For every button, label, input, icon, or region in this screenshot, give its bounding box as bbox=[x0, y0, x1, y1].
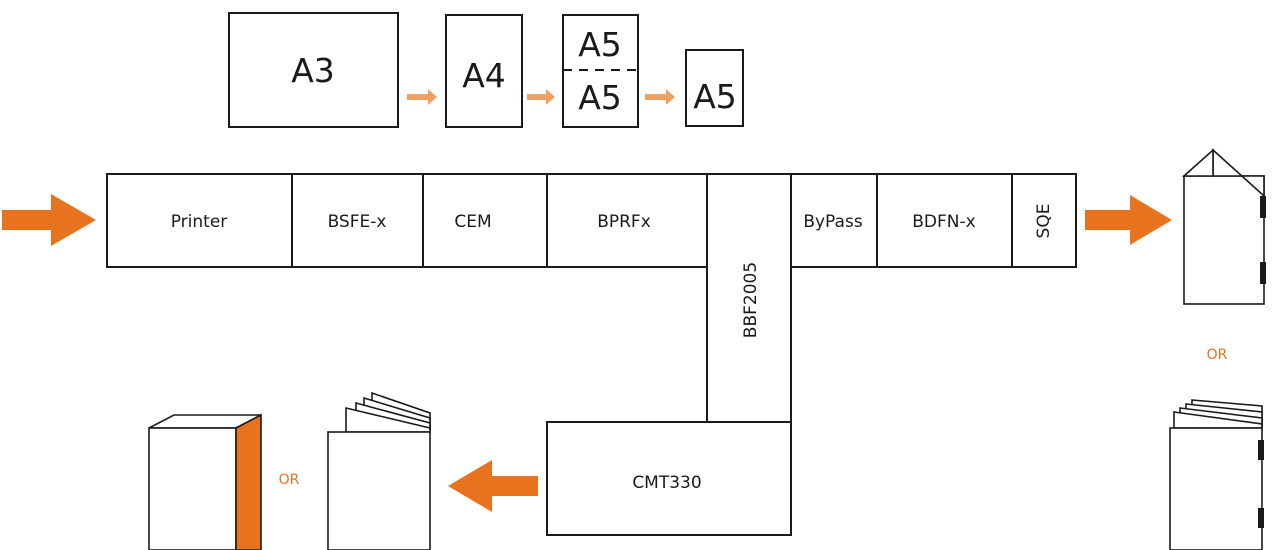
arrow-a3-a4 bbox=[407, 89, 437, 105]
output-arrow-left bbox=[448, 460, 538, 512]
stitched-book-left-icon bbox=[327, 391, 431, 550]
module-bdfn bbox=[876, 173, 1013, 268]
module-cem bbox=[422, 173, 548, 268]
paper-a3 bbox=[228, 12, 399, 128]
or-label-right: OR bbox=[1207, 347, 1228, 363]
paper-a3-label: A3 bbox=[291, 51, 335, 90]
arrow-a4-a5 bbox=[527, 89, 555, 105]
module-sqe-label: SQE bbox=[1034, 204, 1054, 239]
module-bsfe bbox=[291, 173, 424, 268]
module-bprf bbox=[546, 173, 708, 268]
module-printer-label: Printer bbox=[171, 212, 228, 232]
paper-a5-final-label: A5 bbox=[693, 77, 737, 116]
paper-a5-final bbox=[685, 49, 744, 127]
module-bypass bbox=[790, 173, 878, 268]
module-line: Printer BSFE-x CEM BPRFx BBF2005 ByPass … bbox=[106, 173, 1077, 536]
arrow-a5-split bbox=[645, 89, 675, 105]
module-sqe bbox=[1011, 173, 1077, 268]
module-bbf-label: BBF2005 bbox=[741, 262, 761, 338]
paper-a5-bottom-label: A5 bbox=[578, 78, 622, 117]
module-bsfe-label: BSFE-x bbox=[328, 212, 387, 232]
input-arrow bbox=[2, 194, 96, 246]
module-cmt bbox=[546, 421, 792, 536]
module-bdfn-label: BDFN-x bbox=[912, 212, 975, 232]
module-cmt-label: CMT330 bbox=[632, 473, 701, 493]
output-arrow-right bbox=[1085, 195, 1172, 245]
perfect-bound-book-icon bbox=[148, 413, 262, 550]
module-bypass-label: ByPass bbox=[803, 212, 862, 232]
stitched-book-icon bbox=[1169, 399, 1264, 550]
or-label-left: OR bbox=[279, 472, 300, 488]
module-printer bbox=[106, 173, 293, 268]
module-cem-label: CEM bbox=[454, 212, 491, 232]
paper-a5-top-label: A5 bbox=[578, 25, 622, 64]
paper-a4-label: A4 bbox=[462, 56, 506, 95]
folded-booklet-icon bbox=[1181, 148, 1266, 305]
paper-size-row: A3 A4 A5 A5 A5 bbox=[228, 12, 744, 128]
module-bprf-label: BPRFx bbox=[597, 212, 651, 232]
paper-a4 bbox=[445, 14, 523, 128]
